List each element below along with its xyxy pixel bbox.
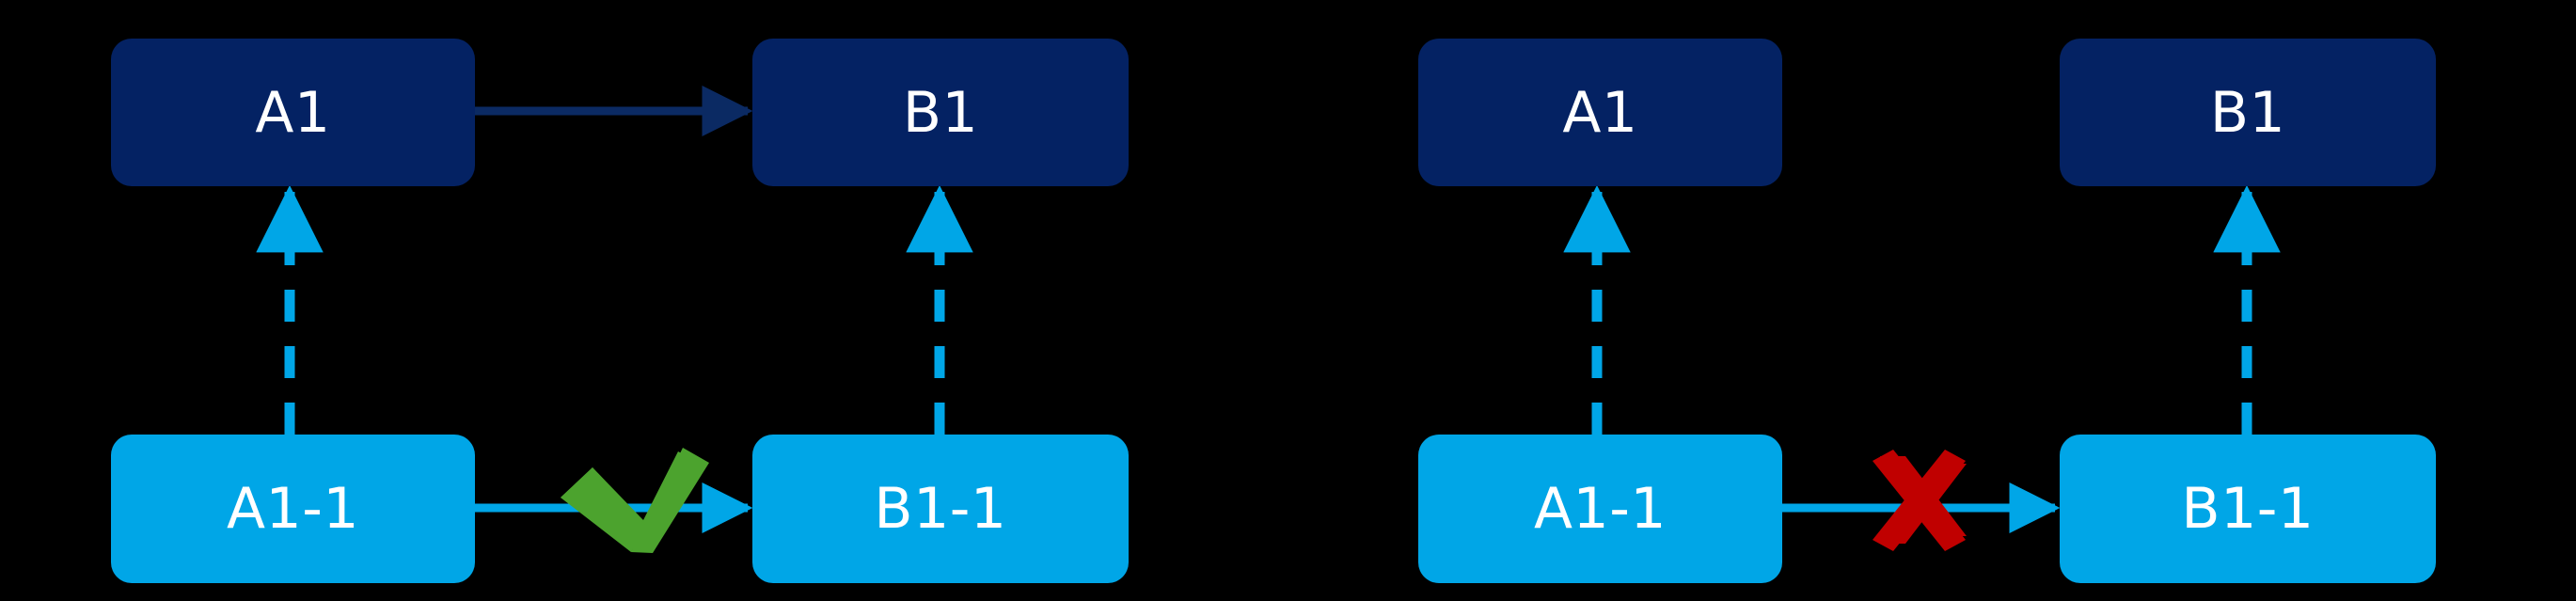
node-label: B1 — [2209, 79, 2286, 146]
node-label: A1-1 — [1533, 476, 1667, 542]
check-icon — [561, 448, 709, 553]
node-label: A1 — [1562, 79, 1638, 146]
node-parent-a1-left[interactable]: A1 — [111, 39, 475, 186]
node-label: A1-1 — [226, 476, 360, 542]
node-label: A1 — [255, 79, 331, 146]
node-parent-a1-right[interactable]: A1 — [1418, 39, 1782, 186]
node-child-b1-1-right[interactable]: B1-1 — [2060, 435, 2436, 583]
node-label: B1 — [902, 79, 979, 146]
node-child-a1-1-left[interactable]: A1-1 — [111, 435, 475, 583]
cross-icon — [1873, 450, 1967, 551]
node-parent-b1-left[interactable]: B1 — [752, 39, 1129, 186]
node-child-b1-1-left[interactable]: B1-1 — [752, 435, 1129, 583]
node-label: B1-1 — [2181, 476, 2315, 542]
node-label: B1-1 — [874, 476, 1007, 542]
node-parent-b1-right[interactable]: B1 — [2060, 39, 2436, 186]
node-child-a1-1-right[interactable]: A1-1 — [1418, 435, 1782, 583]
